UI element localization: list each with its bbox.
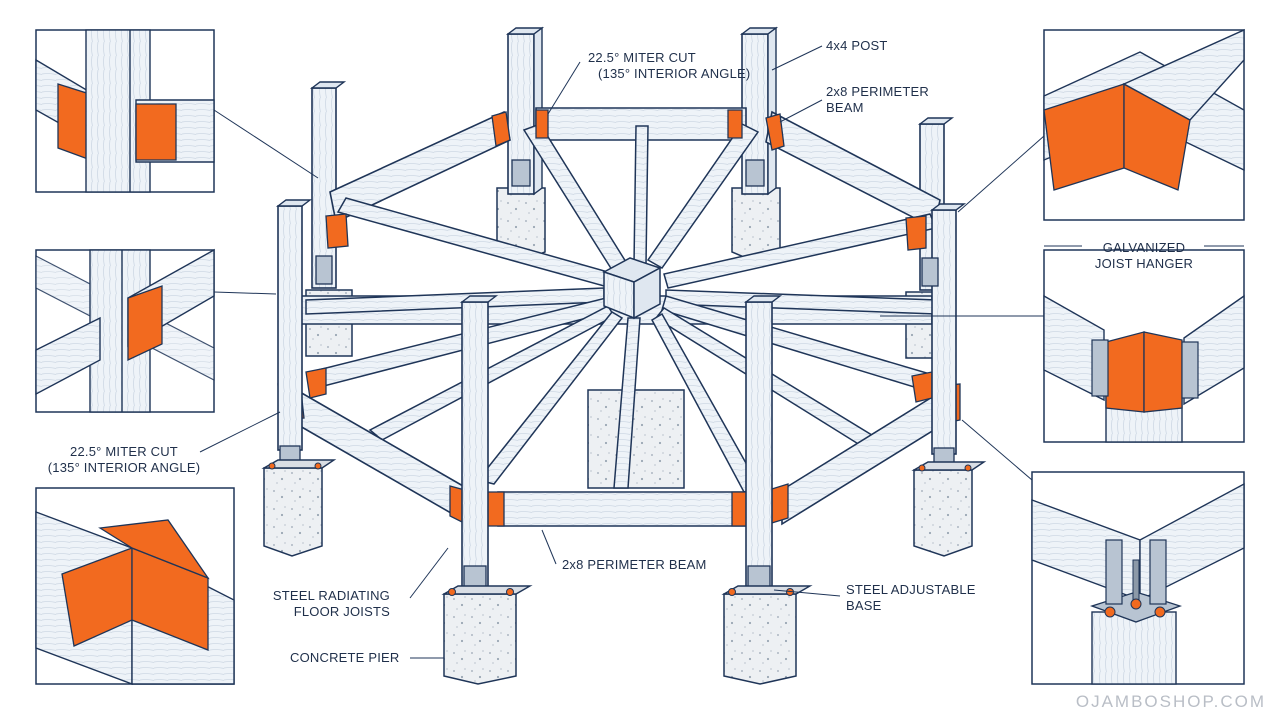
joist-hanger-label: GALVANIZED JOIST HANGER xyxy=(1084,240,1204,272)
concrete-pier xyxy=(911,461,987,557)
detail-panel-joist-hanger xyxy=(1043,249,1245,443)
detail-panel-miter-top xyxy=(1043,28,1245,221)
detail-panel-post-joint xyxy=(35,248,215,413)
perimeter-beam-top-line2: BEAM xyxy=(826,100,864,115)
joist-hanger-line2: JOIST HANGER xyxy=(1094,256,1194,271)
concrete-pier xyxy=(587,389,685,489)
concrete-pier xyxy=(261,459,337,557)
detail-panel-steel-base xyxy=(1031,471,1245,685)
steel-base-line1: STEEL ADJUSTABLE xyxy=(846,582,976,597)
leader-lines xyxy=(199,45,1244,659)
miter-cut-left-line2: (135° INTERIOR ANGLE) xyxy=(47,460,201,475)
miter-cut-left-line1: 22.5° MITER CUT xyxy=(70,444,178,459)
post xyxy=(459,295,499,591)
miter-cut-top-line2: (135° INTERIOR ANGLE) xyxy=(598,66,751,81)
octagon-assembly xyxy=(261,26,987,685)
steel-adjustable-base xyxy=(279,159,955,595)
concrete-pier xyxy=(721,585,813,685)
perimeter-beam-top-line1: 2x8 PERIMETER xyxy=(826,84,930,99)
detail-panel-miter-corner xyxy=(35,487,235,686)
steel-base-label: STEEL ADJUSTABLE BASE xyxy=(846,582,976,614)
steel-base-line2: BASE xyxy=(846,598,882,613)
post xyxy=(309,81,347,289)
miter-cut-top-label: 22.5° MITER CUT (135° INTERIOR ANGLE) xyxy=(588,50,750,82)
perimeter-beam-top-label: 2x8 PERIMETER BEAM xyxy=(826,84,929,116)
post xyxy=(275,199,313,451)
post xyxy=(929,203,967,455)
watermark: OJAMBOSHOP.COM xyxy=(1075,692,1266,711)
post-label: 4x4 POST xyxy=(826,38,888,53)
perimeter-beam-bottom-label: 2x8 PERIMETER BEAM xyxy=(562,557,707,572)
joist-hanger-line1: GALVANIZED xyxy=(1102,240,1186,255)
miter-cut-left-label: 22.5° MITER CUT (135° INTERIOR ANGLE) xyxy=(44,444,204,476)
concrete-pier-label: CONCRETE PIER xyxy=(290,650,400,665)
radiating-joists-label: STEEL RADIATING FLOOR JOISTS xyxy=(270,588,390,620)
detail-panel-miter-post xyxy=(35,29,215,193)
concrete-pier xyxy=(441,585,533,685)
radiating-joists-line1: STEEL RADIATING xyxy=(272,588,390,603)
miter-cut-top-line1: 22.5° MITER CUT xyxy=(588,50,696,65)
anchor-bolts xyxy=(268,462,972,596)
center-hub xyxy=(602,257,662,320)
radiating-joists-line2: FLOOR JOISTS xyxy=(293,604,390,619)
